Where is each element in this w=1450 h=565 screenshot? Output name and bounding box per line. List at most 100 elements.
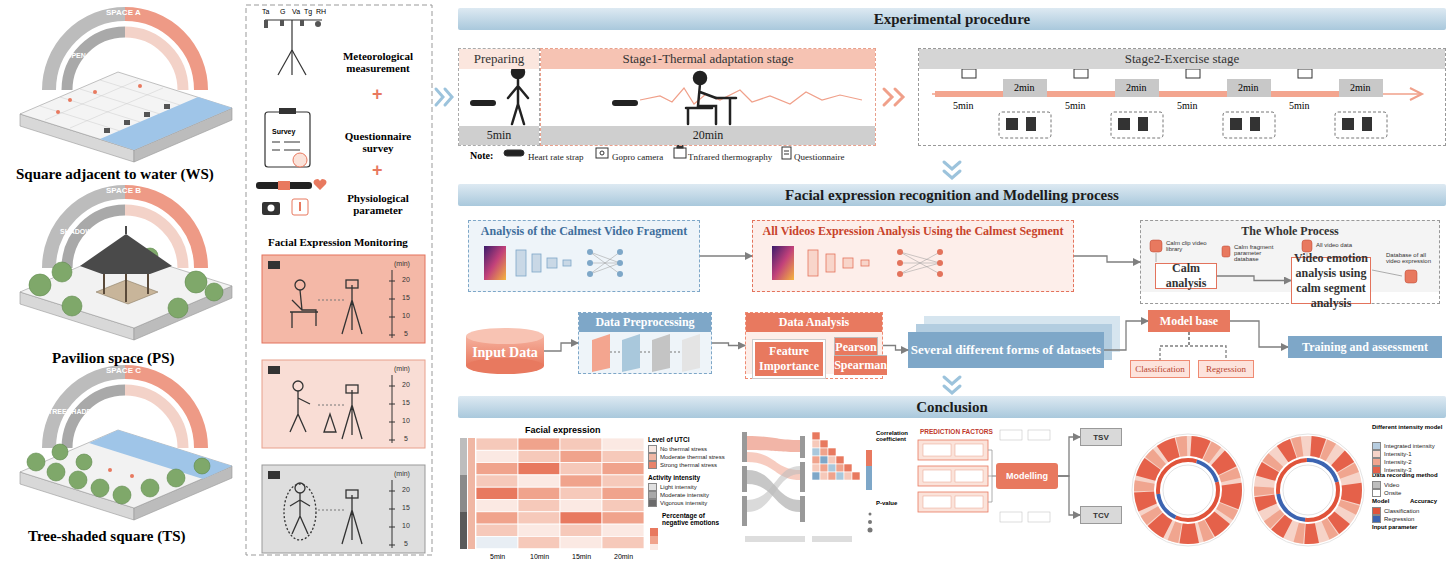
legend-swatch	[1372, 466, 1381, 474]
decor-shape	[268, 366, 280, 374]
decor-shape	[866, 450, 872, 490]
decor-shape	[278, 181, 290, 190]
label-text: Tg	[304, 8, 312, 15]
label-text: 5	[404, 540, 408, 547]
process-box: Modelling	[996, 463, 1058, 489]
process-box: Stage2-Exercise stage	[918, 48, 1446, 146]
label-text: P-value	[876, 500, 897, 506]
node-text: Regression	[1206, 364, 1246, 374]
decor-shape	[1000, 512, 1022, 522]
legend-text: Video	[1384, 482, 1399, 488]
process-box: Analysis of the Calmest Video Fragment	[468, 220, 700, 292]
decor-shape	[808, 250, 818, 276]
process-box: Preparing5min	[458, 48, 540, 146]
label-text: 15	[402, 294, 410, 301]
decor-shape	[293, 381, 303, 391]
decor-shape	[560, 536, 602, 548]
decor-shape	[869, 513, 872, 516]
decor-shape	[868, 528, 873, 533]
decor-shape	[40, 80, 180, 131]
decor-shape	[937, 260, 943, 266]
decor-shape	[460, 512, 467, 549]
legend-row: Strong thermal stress	[648, 461, 717, 469]
node-text: Data Preprocessing	[579, 313, 711, 332]
connector	[544, 343, 578, 351]
decor-shape	[476, 463, 518, 475]
decor-shape	[476, 487, 518, 499]
decor-shape	[820, 464, 828, 472]
decor-shape	[130, 474, 134, 478]
decor-shape	[100, 80, 180, 105]
decor-shape	[292, 199, 308, 215]
decor-shape	[1140, 220, 1440, 292]
decor-shape	[800, 496, 805, 522]
decor-shape	[262, 202, 280, 215]
decor-shape	[617, 249, 623, 255]
decor-shape	[389, 281, 395, 282]
legend-row: Tnfrared thermography	[688, 151, 772, 162]
decor-shape	[1118, 118, 1130, 130]
label-text: 5min	[1177, 100, 1198, 111]
space-b-illustration	[20, 192, 232, 340]
decor-shape	[752, 220, 1074, 292]
decor-shape	[104, 128, 110, 133]
decor-shape	[476, 500, 518, 512]
label-text: Physiological parameter	[330, 192, 426, 216]
decor-shape	[897, 249, 903, 255]
label-text: 5min	[490, 553, 505, 560]
process-box: All Videos Expression Analysis Using the…	[752, 220, 1074, 292]
decor-shape	[820, 440, 828, 448]
process-box: Stage1-Thermal adaptation stage20min	[540, 48, 876, 146]
decor-shape	[812, 536, 852, 542]
decor-shape	[108, 468, 134, 478]
decor-shape	[1271, 91, 1339, 97]
decor-shape	[516, 250, 571, 276]
decor-shape	[745, 536, 852, 542]
decor-shape	[747, 436, 800, 452]
legend-text: Moderate intensity	[660, 492, 709, 498]
node-text: All Videos Expression Analysis Using the…	[753, 224, 1073, 239]
heatmap-chart	[460, 438, 658, 550]
decor-shape	[918, 492, 988, 512]
node-text: The Whole Process	[1141, 224, 1439, 239]
decor-shape	[999, 112, 1387, 138]
label-text: SPACE A	[106, 8, 141, 17]
process-box: Video emotion analysis using calm segmen…	[1291, 257, 1371, 304]
decor-shape	[955, 496, 983, 508]
decor-shape	[1000, 430, 1050, 522]
decor-shape	[1156, 253, 1157, 262]
decor-shape	[504, 150, 524, 156]
decor-shape	[560, 463, 602, 475]
decor-shape	[62, 296, 82, 316]
decor-shape	[640, 352, 652, 353]
connector	[1058, 476, 1080, 515]
decor-shape	[268, 261, 280, 479]
decor-shape	[476, 524, 518, 536]
legend-row: Heart rate strap	[528, 151, 583, 162]
decor-shape	[747, 466, 800, 512]
decor-shape	[1250, 117, 1260, 131]
decor-shape	[194, 458, 210, 474]
decor-shape	[318, 300, 344, 510]
legend-row: Intensity-3	[1372, 466, 1412, 474]
decor-shape	[27, 444, 210, 504]
label-text: 15min	[572, 553, 591, 560]
decor-shape	[292, 50, 306, 75]
label-text: 20	[402, 486, 410, 493]
decor-shape	[268, 471, 280, 479]
decor-shape	[272, 150, 280, 151]
decor-shape	[164, 104, 170, 109]
decor-shape	[1278, 460, 1338, 520]
label-text: Questionnaire survey	[330, 130, 426, 154]
decor-shape	[284, 142, 300, 143]
node-text: Calm analysis	[1157, 261, 1215, 291]
node-text: Feature Importance	[755, 342, 823, 376]
node-text: Analysis of the Calmest Video Fragment	[469, 224, 699, 239]
decor-shape	[300, 20, 304, 26]
decor-shape	[617, 260, 623, 266]
decor-shape	[1074, 69, 1088, 78]
decor-shape	[389, 335, 395, 336]
decor-shape	[900, 263, 940, 274]
decor-shape	[587, 249, 593, 255]
decor-shape	[1158, 460, 1218, 520]
